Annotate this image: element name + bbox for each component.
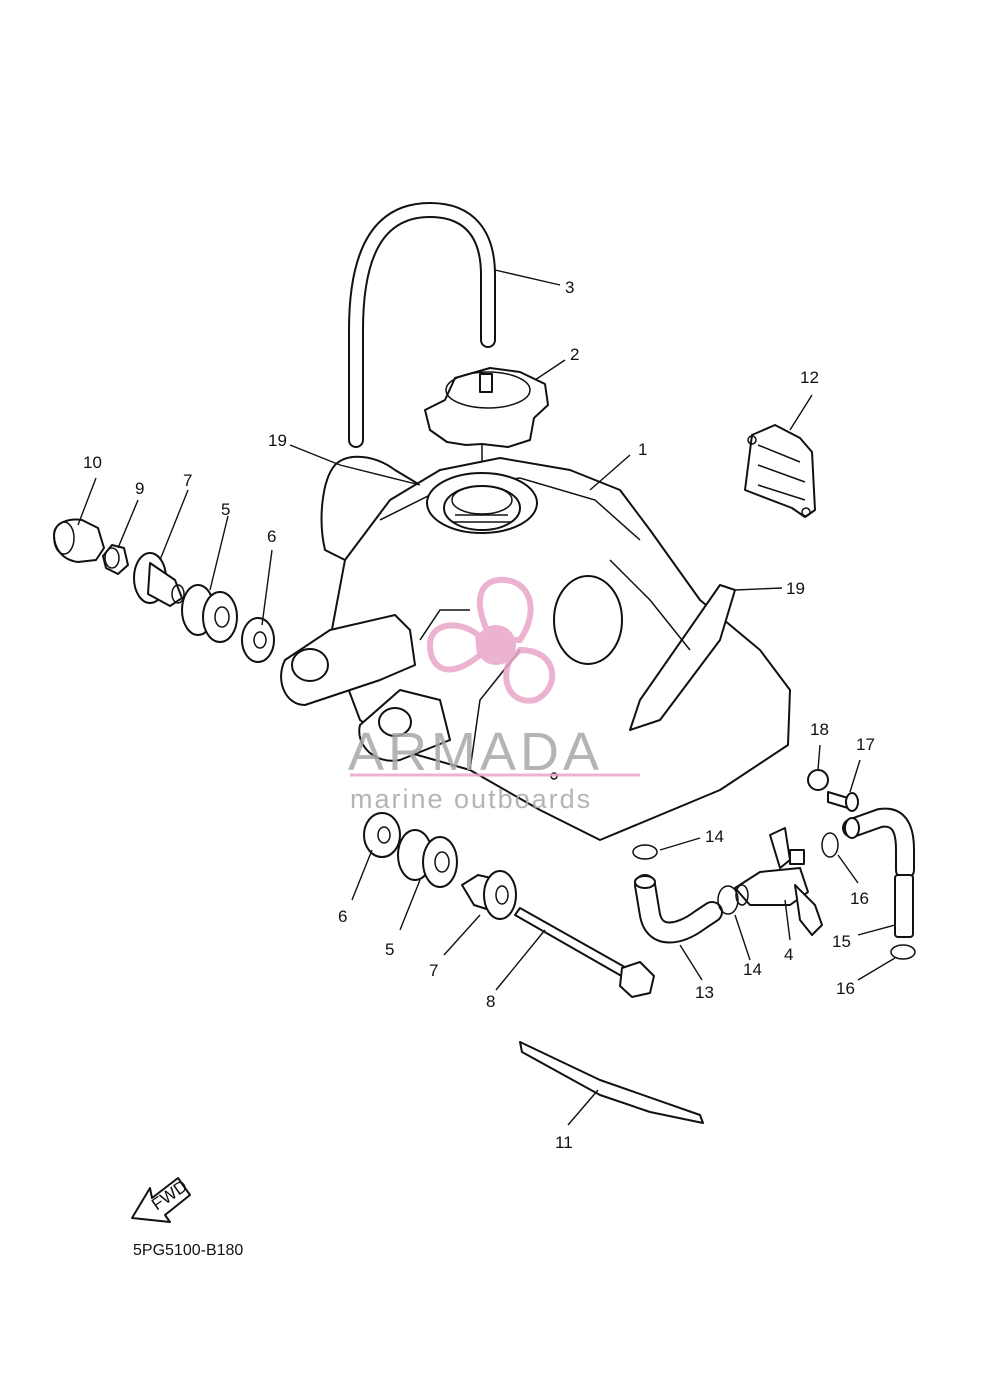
callout-18: 18 — [810, 720, 829, 739]
callout-13: 13 — [695, 983, 714, 1002]
fuel-cock-assembly — [632, 769, 916, 960]
callout-12: 12 — [800, 368, 819, 387]
callout-17: 17 — [856, 735, 875, 754]
callout-11: 11 — [555, 1133, 573, 1152]
callout-16-lower: 16 — [836, 979, 855, 998]
callout-14-lower: 14 — [743, 960, 762, 979]
callout-16-upper: 16 — [850, 889, 869, 908]
callout-6-upper: 6 — [267, 527, 276, 546]
callout-2: 2 — [570, 345, 579, 364]
fuel-tank — [280, 455, 791, 841]
callout-19-left: 19 — [268, 431, 287, 450]
fuel-cap — [424, 367, 549, 495]
watermark-tagline: marine outboards — [350, 784, 592, 814]
diagram-code: 5PG5100-B180 — [133, 1242, 243, 1259]
callout-8: 8 — [486, 992, 495, 1011]
propeller-logo-icon — [426, 576, 556, 704]
watermark-brand: ARMADA — [348, 722, 603, 782]
lower-mount-stack — [363, 812, 655, 998]
callout-7-lower: 7 — [429, 961, 438, 980]
tank-pad — [519, 1041, 704, 1124]
watermark: ARMADA marine outboards — [348, 576, 640, 814]
callout-5-lower: 5 — [385, 940, 394, 959]
callout-3: 3 — [565, 278, 574, 297]
bracket-plate — [744, 424, 816, 518]
callout-14-upper: 14 — [705, 827, 724, 846]
left-mount-stack — [53, 518, 275, 663]
callout-19-right: 19 — [786, 579, 805, 598]
callouts: 1 2 3 4 5 5 6 6 7 7 8 9 10 11 12 13 14 1… — [83, 278, 875, 1152]
callout-10: 10 — [83, 453, 102, 472]
breather-hose — [348, 201, 496, 448]
leader-lines — [77, 269, 896, 1126]
fwd-arrow-icon: FWD — [131, 1176, 191, 1223]
callout-5-upper: 5 — [221, 500, 230, 519]
callout-6-lower: 6 — [338, 907, 347, 926]
callout-15: 15 — [832, 932, 851, 951]
callout-9: 9 — [135, 479, 144, 498]
callout-7-upper: 7 — [183, 471, 192, 490]
callout-1: 1 — [638, 440, 647, 459]
callout-4: 4 — [784, 945, 793, 964]
